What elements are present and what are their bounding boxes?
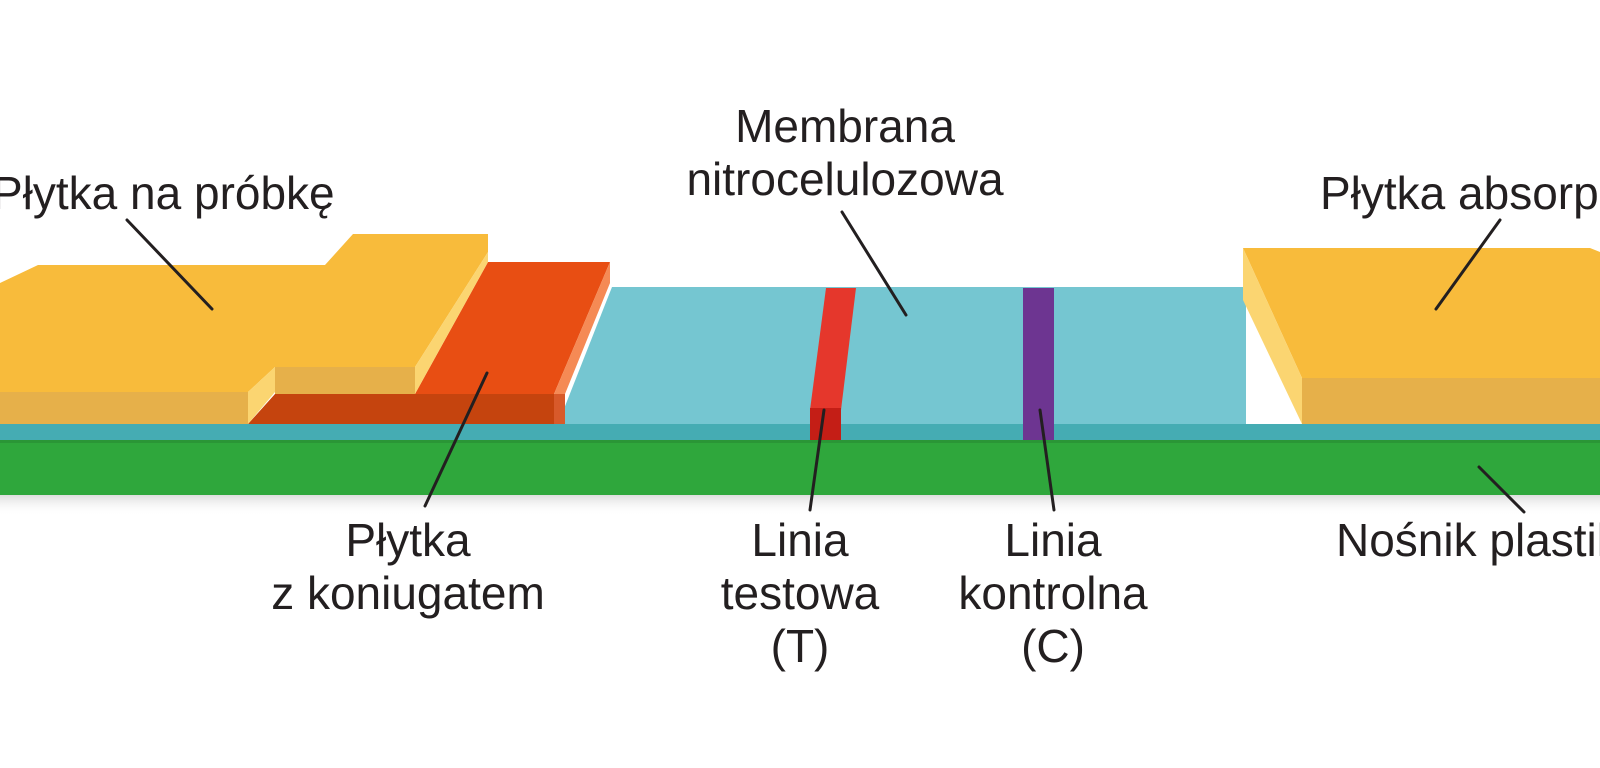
control-line-label-line2: kontrolna xyxy=(958,567,1148,619)
test-line-label-line1: Linia xyxy=(751,514,849,566)
test-line-label-line2: testowa xyxy=(721,567,880,619)
conjugate-pad-label-line2: z koniugatem xyxy=(271,567,545,619)
backing-label: Nośnik plastikowy xyxy=(1336,514,1600,566)
sample-pad-leader xyxy=(125,218,214,311)
control-line-label-line3: (C) xyxy=(1021,620,1085,672)
conjugate-pad-leader xyxy=(423,371,489,508)
control-line-leader xyxy=(1038,408,1056,512)
strip-shadow xyxy=(0,494,1600,516)
test-line-leader xyxy=(808,408,826,512)
membrane-label-line2: nitrocelulozowa xyxy=(686,153,1003,205)
nitrocellulose-membrane xyxy=(0,287,1600,440)
absorbent-pad-leader xyxy=(1434,218,1502,311)
conjugate-pad-label-line1: Płytka xyxy=(345,514,471,566)
control-line-band xyxy=(1023,288,1054,440)
test-line-band xyxy=(810,288,856,440)
membrane-leader xyxy=(840,210,908,317)
backing-leader xyxy=(1477,465,1526,514)
conjugate-pad xyxy=(248,262,610,424)
test-line-label-line3: (T) xyxy=(771,620,830,672)
absorbent-pad-label: Płytka absorpcyjna xyxy=(1320,167,1600,219)
plastic-backing xyxy=(0,439,1600,495)
absorbent-pad xyxy=(1243,248,1600,424)
sample-pad-label: Płytka na próbkę xyxy=(0,167,335,219)
control-line-label-line1: Linia xyxy=(1004,514,1102,566)
membrane-label-line1: Membrana xyxy=(735,100,955,152)
sample-pad xyxy=(0,234,488,424)
